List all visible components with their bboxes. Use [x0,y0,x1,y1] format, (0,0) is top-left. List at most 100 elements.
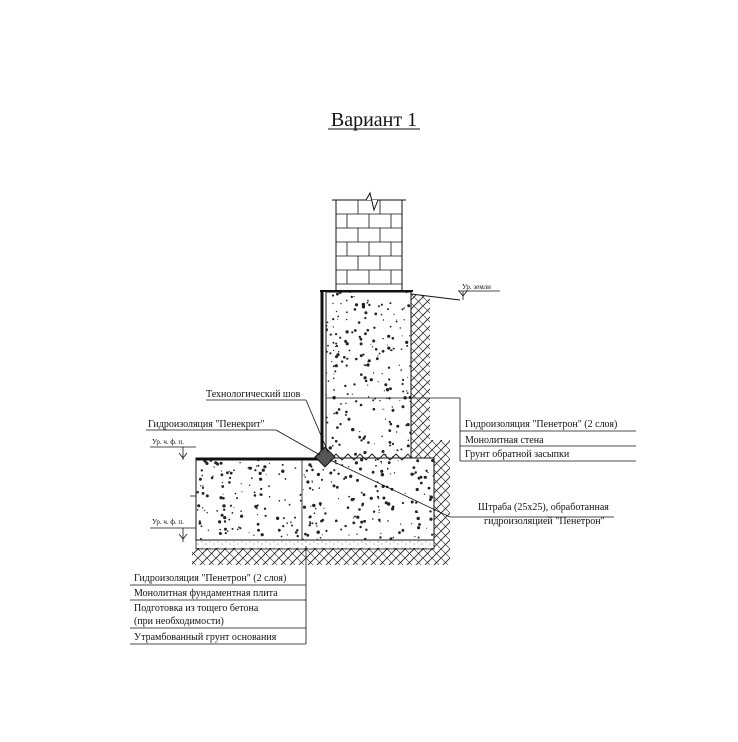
aggregate-speck [374,312,378,316]
aggregate-speck [231,528,234,530]
aggregate-speck [403,319,405,321]
aggregate-speck [201,486,205,489]
aggregate-speck [224,532,227,535]
aggregate-speck [316,530,320,534]
svg-text:Утрамбованный грунт основания: Утрамбованный грунт основания [134,632,277,643]
aggregate-speck [228,481,231,484]
aggregate-speck [387,520,389,522]
aggregate-speck [402,390,405,393]
aggregate-speck [359,354,363,358]
aggregate-speck [256,508,258,510]
aggregate-speck [254,504,258,509]
aggregate-speck [345,342,349,346]
aggregate-speck [372,407,376,411]
aggregate-speck [389,444,392,447]
drawing-title: Вариант 1 [331,109,417,131]
aggregate-speck [223,520,227,523]
ground-surface-line [410,293,461,301]
aggregate-speck [337,408,341,411]
aggregate-speck [200,537,202,540]
aggregate-speck [345,330,349,334]
aggregate-speck [351,331,354,334]
aggregate-speck [429,495,430,497]
aggregate-speck [350,295,353,299]
aggregate-speck [353,383,356,386]
aggregate-speck [380,532,382,535]
aggregate-speck [349,474,353,478]
aggregate-speck [378,305,380,308]
aggregate-speck [268,462,270,464]
aggregate-speck [382,408,384,410]
aggregate-speck [389,537,393,540]
aggregate-speck [431,533,434,536]
floor-level-mark-top: Ур. ч. ф. п. [150,438,196,460]
svg-text:Ур. ч. ф. п.: Ур. ч. ф. п. [152,518,184,526]
aggregate-speck [240,483,242,485]
aggregate-speck [239,462,241,464]
aggregate-speck [391,337,395,340]
svg-text:Технологический шов: Технологический шов [206,389,301,400]
aggregate-speck [363,519,366,523]
aggregate-speck [302,489,304,491]
aggregate-speck [201,492,205,495]
aggregate-speck [304,476,307,478]
aggregate-speck [377,381,379,383]
aggregate-speck [238,526,240,528]
aggregate-speck [383,408,385,410]
aggregate-speck [337,318,339,320]
aggregate-speck [345,318,348,321]
aggregate-speck [362,493,366,497]
aggregate-speck [311,468,314,472]
aggregate-speck [377,497,380,500]
aggregate-speck [320,519,323,523]
aggregate-speck [360,373,363,376]
aggregate-speck [201,507,204,509]
aggregate-speck [339,422,342,426]
aggregate-speck [206,512,208,514]
aggregate-speck [286,534,288,536]
aggregate-speck [367,364,370,367]
aggregate-speck [361,504,364,507]
aggregate-speck [325,529,328,533]
aggregate-speck [381,435,383,438]
aggregate-speck [411,523,413,525]
aggregate-speck [331,436,334,440]
aggregate-speck [412,466,416,469]
aggregate-speck [323,507,325,509]
aggregate-speck [389,473,391,475]
aggregate-speck [335,310,338,313]
aggregate-speck [429,495,433,499]
backfill-soil [192,294,450,565]
callout-groove: Штраба (25х25), обработанная гидроизоляц… [329,459,614,527]
aggregate-speck [372,518,374,520]
aggregate-speck [320,478,324,481]
aggregate-speck [369,496,373,500]
aggregate-speck [414,510,418,513]
aggregate-speck [396,449,399,452]
aggregate-speck [399,327,401,329]
aggregate-speck [222,493,224,495]
aggregate-speck [253,491,256,494]
aggregate-speck [296,534,299,538]
svg-text:Подготовка из тощего бетона: Подготовка из тощего бетона [134,603,259,614]
aggregate-speck [334,364,338,368]
aggregate-speck [311,488,314,491]
aggregate-speck [387,344,389,346]
aggregate-speck [205,494,209,498]
aggregate-speck [396,424,400,428]
aggregate-speck [250,477,253,480]
aggregate-speck [284,499,286,501]
aggregate-speck [417,536,420,539]
aggregate-speck [304,532,307,536]
aggregate-speck [375,465,377,467]
aggregate-speck [327,380,330,382]
floor-level-mark-bottom: Ур. ч. ф. п. [150,518,196,542]
aggregate-speck [368,303,371,307]
aggregate-speck [346,506,350,510]
aggregate-speck [259,477,263,481]
aggregate-speck [358,508,361,511]
aggregate-speck [354,303,359,307]
aggregate-speck [357,321,361,324]
aggregate-speck [355,357,358,361]
